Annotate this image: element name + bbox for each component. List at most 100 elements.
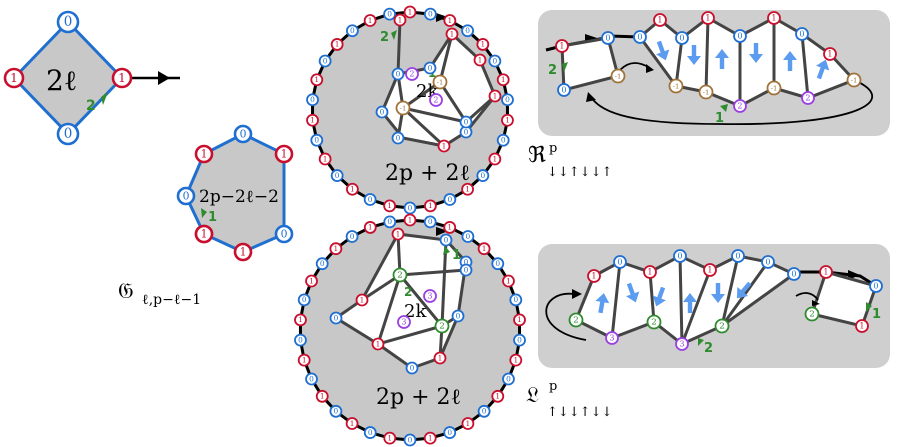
vertex-circle: [329, 242, 343, 256]
vertex-marker: 1: [488, 152, 502, 166]
vertex-circle: [429, 93, 443, 107]
vertex-label: 0: [428, 63, 433, 72]
vertex-marker: 1: [437, 139, 451, 153]
vertex-circle: [355, 293, 369, 307]
vertex-marker: 1: [587, 269, 601, 283]
vertex-circle: [801, 91, 815, 105]
vertex-label: 0: [444, 235, 449, 244]
vertex-circle: [433, 351, 447, 365]
vertex-marker: 1: [345, 417, 359, 430]
flow-arrow: [683, 293, 697, 313]
vertex-label: 0: [464, 117, 469, 126]
vertex-label: 0: [368, 195, 373, 204]
vertex-circle: [701, 11, 715, 25]
gfrak-base: 𝔊: [118, 279, 134, 304]
vertex-circle: [56, 122, 80, 146]
vertex-circle: [557, 83, 571, 97]
vertex-label: 0: [335, 171, 340, 180]
vertex-marker: 0: [733, 29, 747, 43]
vertex-circle: [668, 78, 684, 94]
vertex-circle: [443, 221, 457, 234]
vertex-circle: [345, 417, 359, 430]
vertex-marker: 1: [855, 319, 869, 333]
vertex-marker: 1: [445, 27, 459, 41]
vertex-circle: [633, 30, 647, 44]
vertex-label: 1: [240, 245, 247, 258]
vertex-marker: 0: [761, 255, 775, 269]
vertex-label: 0: [561, 85, 566, 95]
vertex-marker: 2: [392, 267, 408, 283]
vertex-label: 1: [10, 71, 18, 85]
vertex-label: 3: [401, 317, 406, 327]
vertex-circle: [383, 215, 397, 229]
vertex-label: 0: [791, 269, 796, 279]
vertex-label: 0: [334, 313, 339, 322]
vertex-label: 0: [737, 31, 742, 41]
vertex-label: 1: [428, 201, 433, 210]
vertex-label: 0: [298, 335, 303, 344]
vertex-label: 1: [310, 116, 315, 125]
vertex-label: -1: [400, 105, 407, 113]
vertex-label: 0: [447, 428, 452, 437]
vertex-label: 0: [368, 428, 373, 437]
vertex-marker: 3: [675, 337, 689, 351]
vertex-circle: [423, 215, 437, 229]
vertex-label: 0: [396, 69, 401, 78]
vertex-marker: 0: [633, 30, 647, 44]
vertex-marker: 1: [423, 431, 437, 445]
vertex-marker: 1: [461, 417, 475, 430]
vertex-circle: [363, 426, 377, 439]
vertex-circle: [363, 14, 377, 27]
flow-arrow: [687, 45, 701, 65]
vertex-marker: 1: [355, 293, 369, 307]
vertex-circle: [405, 67, 419, 81]
vertex-circle: [819, 265, 833, 279]
vertex-marker: 1: [509, 353, 523, 367]
vertex-circle: [391, 131, 405, 145]
flow-arrow: [715, 49, 729, 69]
top-panel-bottom-mark: [720, 104, 728, 112]
vertex-circle: [443, 426, 457, 439]
vertex-marker: 2: [733, 99, 747, 113]
vertex-circle: [643, 265, 657, 279]
vertex-marker: 0: [451, 309, 465, 323]
vertex-circle: [846, 72, 862, 88]
octagon-corner-mark: [201, 208, 207, 218]
vertex-marker: 0: [383, 215, 397, 229]
vertex-label: 1: [408, 7, 413, 16]
vertex-circle: [491, 389, 505, 403]
vertex-label: 0: [465, 26, 470, 35]
vertex-marker: 0: [476, 169, 490, 182]
vertex-circle: [601, 31, 615, 45]
vertex-marker: 1: [393, 13, 407, 27]
vertex-marker: 0: [315, 257, 329, 271]
top-panel-flow-arrows: [656, 40, 830, 80]
vertex-circle: [315, 257, 329, 271]
vertex-marker: 0: [345, 24, 359, 38]
top-panel-corner-mark: [562, 62, 568, 72]
vertex-label: 2: [805, 93, 810, 103]
bottom-corner-mark: [443, 246, 450, 255]
top-corner-mark: [391, 30, 397, 40]
vertex-circle: [733, 99, 747, 113]
vertex-circle: [698, 84, 714, 100]
vertex-marker: 0: [318, 54, 332, 68]
vertex-marker: 1: [345, 182, 359, 196]
vertex-label: 1: [505, 116, 510, 125]
vertex-circle: [393, 13, 407, 27]
vertex-circle: [363, 221, 377, 234]
vertex-circle: [397, 315, 411, 329]
vertex-circle: [294, 313, 307, 327]
vertex-marker: 1: [477, 242, 491, 256]
vertex-circle: [496, 133, 510, 147]
vertex-label: 1: [450, 29, 455, 38]
vertex-marker: 0: [329, 311, 343, 325]
flow-arrow: [736, 281, 752, 299]
vertex-marker: -1: [766, 80, 782, 96]
gfrak-sub: ℓ,p−ℓ−1: [142, 292, 201, 308]
vertex-circle: [646, 314, 662, 330]
vertex-marker: 0: [391, 67, 405, 81]
vertex-marker: 0: [461, 230, 475, 243]
vertex-circle: [383, 431, 397, 445]
vertex-marker: 2: [568, 312, 584, 328]
